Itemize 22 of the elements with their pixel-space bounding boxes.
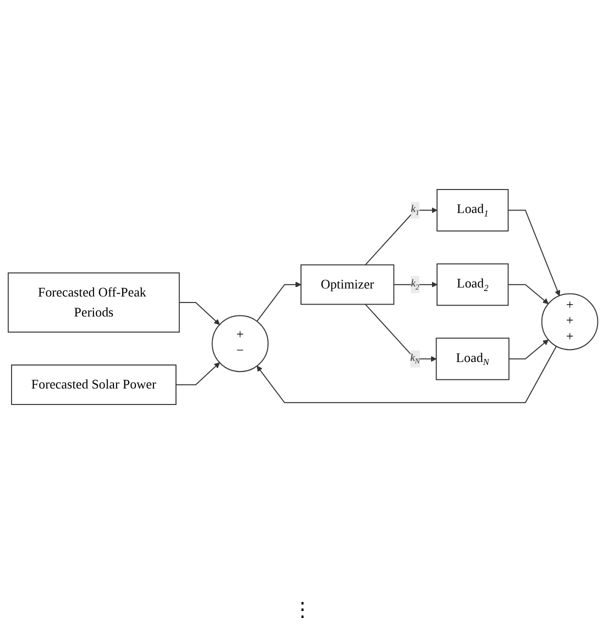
node-box: Forecasted Off-Peak Periods xyxy=(7,272,180,332)
edge-label: k$_{1}$ xyxy=(410,203,419,216)
arrow xyxy=(508,338,548,359)
arrow xyxy=(178,302,220,324)
edge-label: k$_{2}$ xyxy=(410,278,419,291)
node-circle: + − xyxy=(211,314,268,372)
edge-label: k$_{N}$ xyxy=(410,352,420,366)
node-box: Load$_{2}$ xyxy=(436,262,508,306)
node-box: Forecasted Solar Power xyxy=(10,364,176,404)
arrow xyxy=(392,281,437,287)
arrow xyxy=(507,284,548,304)
node-circle: + + + xyxy=(540,292,598,350)
node-box: Optimizer xyxy=(300,264,394,304)
arrow xyxy=(175,362,220,385)
node-box: Load$_{1}$ xyxy=(436,188,508,231)
arrow xyxy=(364,206,437,265)
ellipsis-label: ⋮ xyxy=(292,599,312,621)
arrow xyxy=(364,303,436,362)
arrow xyxy=(256,345,556,403)
arrow xyxy=(507,209,560,296)
arrow xyxy=(256,281,301,322)
node-box: Load$_{N}$ xyxy=(435,337,509,380)
